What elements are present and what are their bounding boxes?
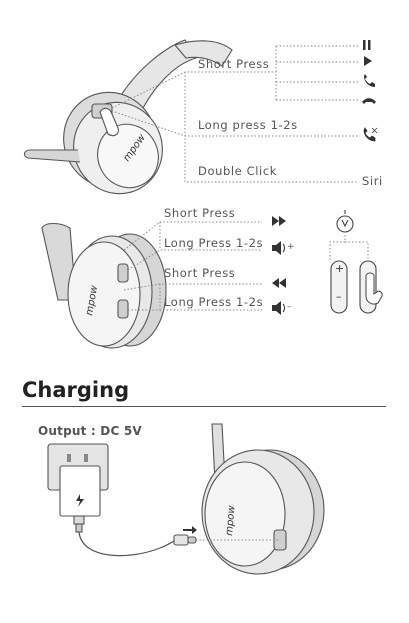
usb-cable <box>79 532 176 556</box>
wall-charger <box>48 444 108 532</box>
pause-icon <box>363 40 371 50</box>
usb-c-plug-icon <box>174 535 196 545</box>
long-press-vol-up-label: Long Press 1-2s <box>164 236 263 250</box>
hang-up-icon <box>362 98 376 104</box>
previous-track-icon <box>272 278 286 288</box>
strip-plus-sign: + <box>335 262 345 275</box>
short-press-label-top: Short Press <box>198 57 269 71</box>
headset-mid <box>42 224 166 349</box>
play-icon <box>364 56 372 66</box>
mic-mute-icon <box>337 210 353 232</box>
long-press-label-top: Long press 1-2s <box>198 118 298 132</box>
arrow-right-icon <box>183 526 197 534</box>
siri-label: Siri <box>362 174 383 188</box>
output-label: Output : DC 5V <box>38 424 142 438</box>
charging-divider <box>22 406 386 407</box>
volume-down-icon <box>272 301 285 315</box>
volume-up-icon <box>272 241 285 255</box>
long-press-vol-down-label: Long Press 1-2s <box>164 295 263 309</box>
vol-up-sign: + <box>287 242 295 252</box>
short-press-next-label: Short Press <box>164 206 235 220</box>
short-press-prev-label: Short Press <box>164 266 235 280</box>
double-click-label: Double Click <box>198 164 277 178</box>
strip-minus-sign: – <box>336 290 342 303</box>
answer-call-icon <box>364 74 375 87</box>
next-track-icon <box>272 216 286 226</box>
vol-down-sign: – <box>287 302 292 312</box>
charging-heading: Charging <box>22 378 129 402</box>
headset-charging <box>202 424 324 574</box>
hand-press-icon <box>366 273 382 304</box>
reject-call-icon <box>364 128 377 141</box>
